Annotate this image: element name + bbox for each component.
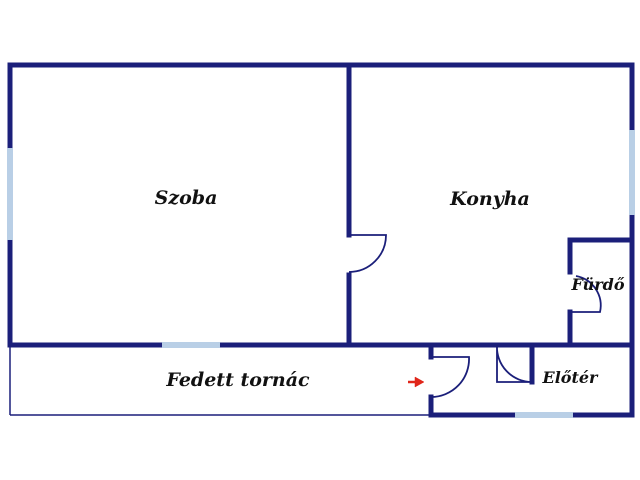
windows: [7, 130, 635, 418]
room-label-konyha: Konyha: [449, 188, 530, 210]
room-label-szoba: Szoba: [155, 187, 218, 209]
window-konyha-right: [629, 130, 635, 215]
room-label-eloter: Előtér: [542, 368, 600, 387]
window-szoba-left: [7, 148, 13, 240]
door-konyha-eloter: [496, 344, 533, 383]
door-szoba-konyha: [348, 234, 387, 273]
door-entrance: [430, 356, 470, 398]
window-eloter-bottom: [515, 412, 573, 418]
entrance-arrow-icon: [408, 376, 425, 388]
room-label-furdo: Fürdő: [571, 275, 625, 294]
room-labels: Szoba Konyha Fürdő Előtér Fedett tornác: [155, 187, 625, 391]
window-porch-top: [162, 342, 220, 348]
walls: [7, 62, 635, 418]
room-label-tornac: Fedett tornác: [165, 369, 310, 391]
door-swings: [348, 234, 602, 398]
porch-outline: [9, 345, 431, 416]
door-furdo: [570, 275, 602, 313]
